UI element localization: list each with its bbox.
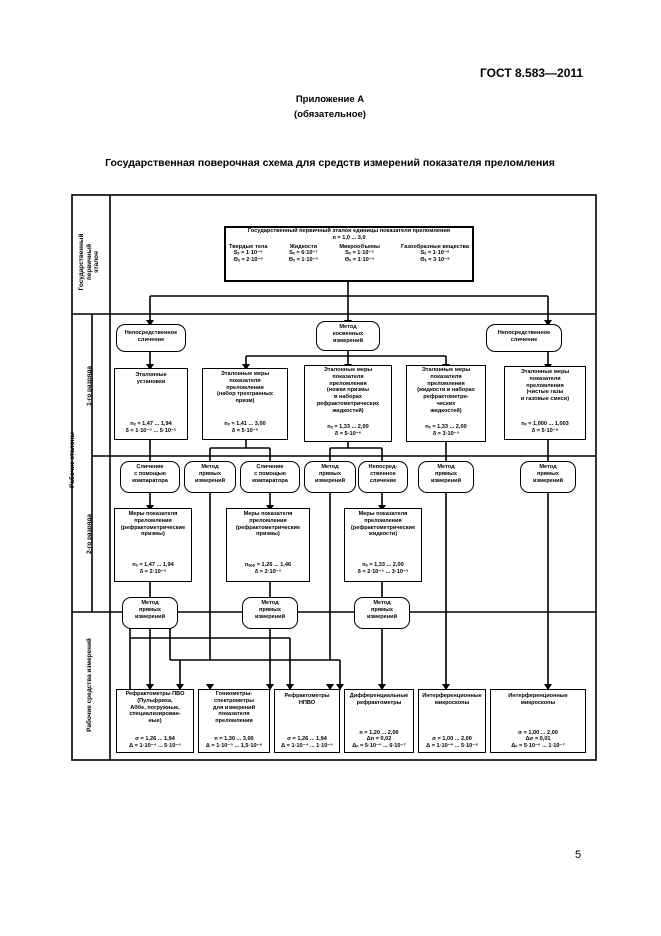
gost-number: ГОСТ 8.583—2011: [480, 66, 584, 80]
label-rank2: 2-го разряда: [86, 514, 93, 554]
instrument-tir-refractometers: Рефрактометры ПВО(Пульфриха,Аббе, погруж…: [116, 689, 194, 753]
appendix-subtitle: (обязательное): [294, 109, 366, 120]
label-working-instruments: Рабочие средства измерений: [86, 638, 93, 732]
label-rank1: 1-го разряда: [86, 366, 93, 406]
page-number: 5: [575, 849, 582, 861]
primary-range: n = 1,0 ... 3,0: [332, 234, 366, 241]
primary-title: Государственный первичный эталон единицы…: [247, 228, 451, 234]
appendix-title: Приложение А: [295, 94, 365, 105]
label-working-standards: Рабочие эталоны: [69, 432, 76, 488]
scheme-title: Государственная поверочная схема для сре…: [105, 157, 555, 169]
primary-standard-box: Государственный первичный эталон единицы…: [224, 226, 474, 282]
label-primary-standard: Государственный первичный эталон: [78, 233, 101, 291]
